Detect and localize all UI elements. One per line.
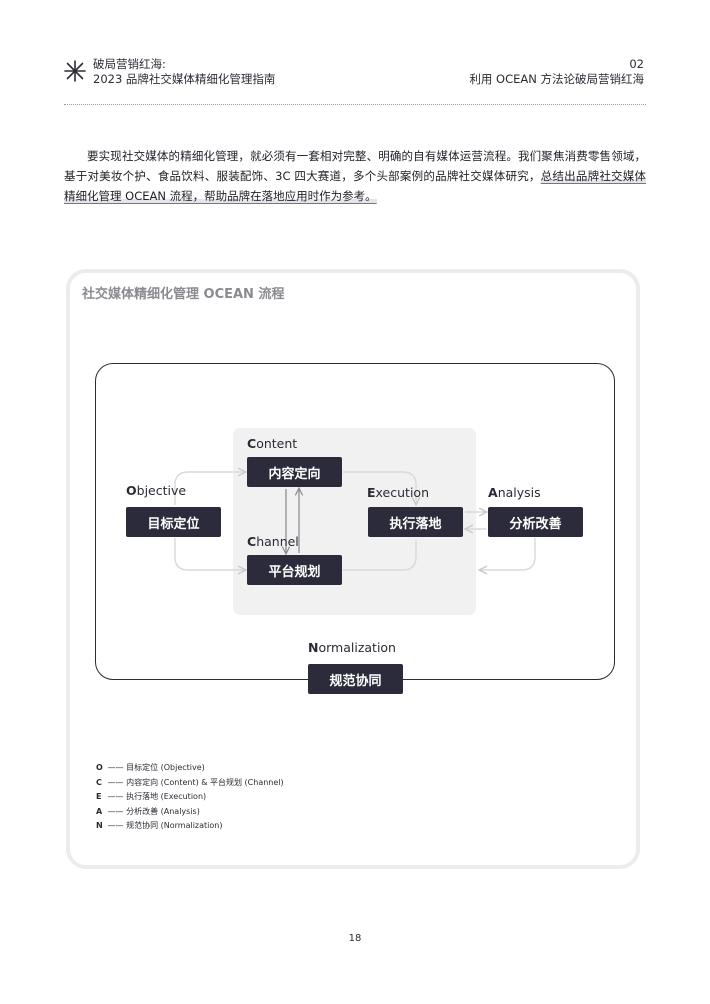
legend-item: E —— 执行落地 (Execution) (96, 792, 207, 801)
channel-label: Channel (247, 534, 299, 549)
diagram-card (66, 269, 640, 869)
channel-box: 平台规划 (247, 555, 342, 585)
execution-label: Execution (367, 485, 429, 500)
legend-item: N —— 规范协同 (Normalization) (96, 821, 223, 830)
header-section-title: 利用 OCEAN 方法论破局营销红海 (469, 72, 644, 86)
execution-box: 执行落地 (368, 507, 463, 537)
header-doc-title: 破局营销红海: 2023 品牌社交媒体精细化管理指南 (93, 57, 275, 87)
normalization-label: Normalization (308, 640, 396, 655)
asterisk-logo-icon (64, 60, 86, 82)
legend-item: A —— 分析改善 (Analysis) (96, 806, 200, 816)
legend: O —— 目标定位 (Objective) C —— 内容定向 (Content… (96, 761, 284, 834)
intro-paragraph: 要实现社交媒体的精细化管理，就必须有一套相对完整、明确的自有媒体运营流程。我们聚… (64, 146, 647, 206)
header-section: 02 利用 OCEAN 方法论破局营销红海 (469, 57, 644, 87)
content-label: Content (247, 436, 298, 451)
content-box: 内容定向 (247, 457, 342, 487)
intro-text: 要实现社交媒体的精细化管理，就必须有一套相对完整、明确的自有媒体运营流程。我们聚… (64, 149, 646, 183)
arrow-objective-channel (174, 538, 245, 570)
diagram-title: 社交媒体精细化管理 OCEAN 流程 (82, 287, 285, 302)
header-section-number: 02 (629, 57, 644, 71)
analysis-box: 分析改善 (488, 507, 583, 537)
arrow-analysis-loop (480, 538, 536, 570)
legend-item: C —— 内容定向 (Content) & 平台规划 (Channel) (96, 777, 284, 787)
arrow-channel-execution (343, 540, 417, 571)
legend-item: O —— 目标定位 (Objective) (96, 763, 205, 772)
page-number: 18 (348, 933, 362, 944)
normalization-box: 规范协同 (308, 664, 403, 694)
header-title-line1: 破局营销红海: (93, 57, 166, 71)
analysis-label: Analysis (488, 485, 541, 500)
header-divider (64, 104, 646, 105)
header-title-line2: 2023 品牌社交媒体精细化管理指南 (93, 72, 276, 86)
objective-label: Objective (126, 483, 187, 498)
arrow-objective-content (174, 472, 245, 505)
objective-box: 目标定位 (126, 507, 221, 537)
arrow-content-execution (343, 471, 416, 504)
